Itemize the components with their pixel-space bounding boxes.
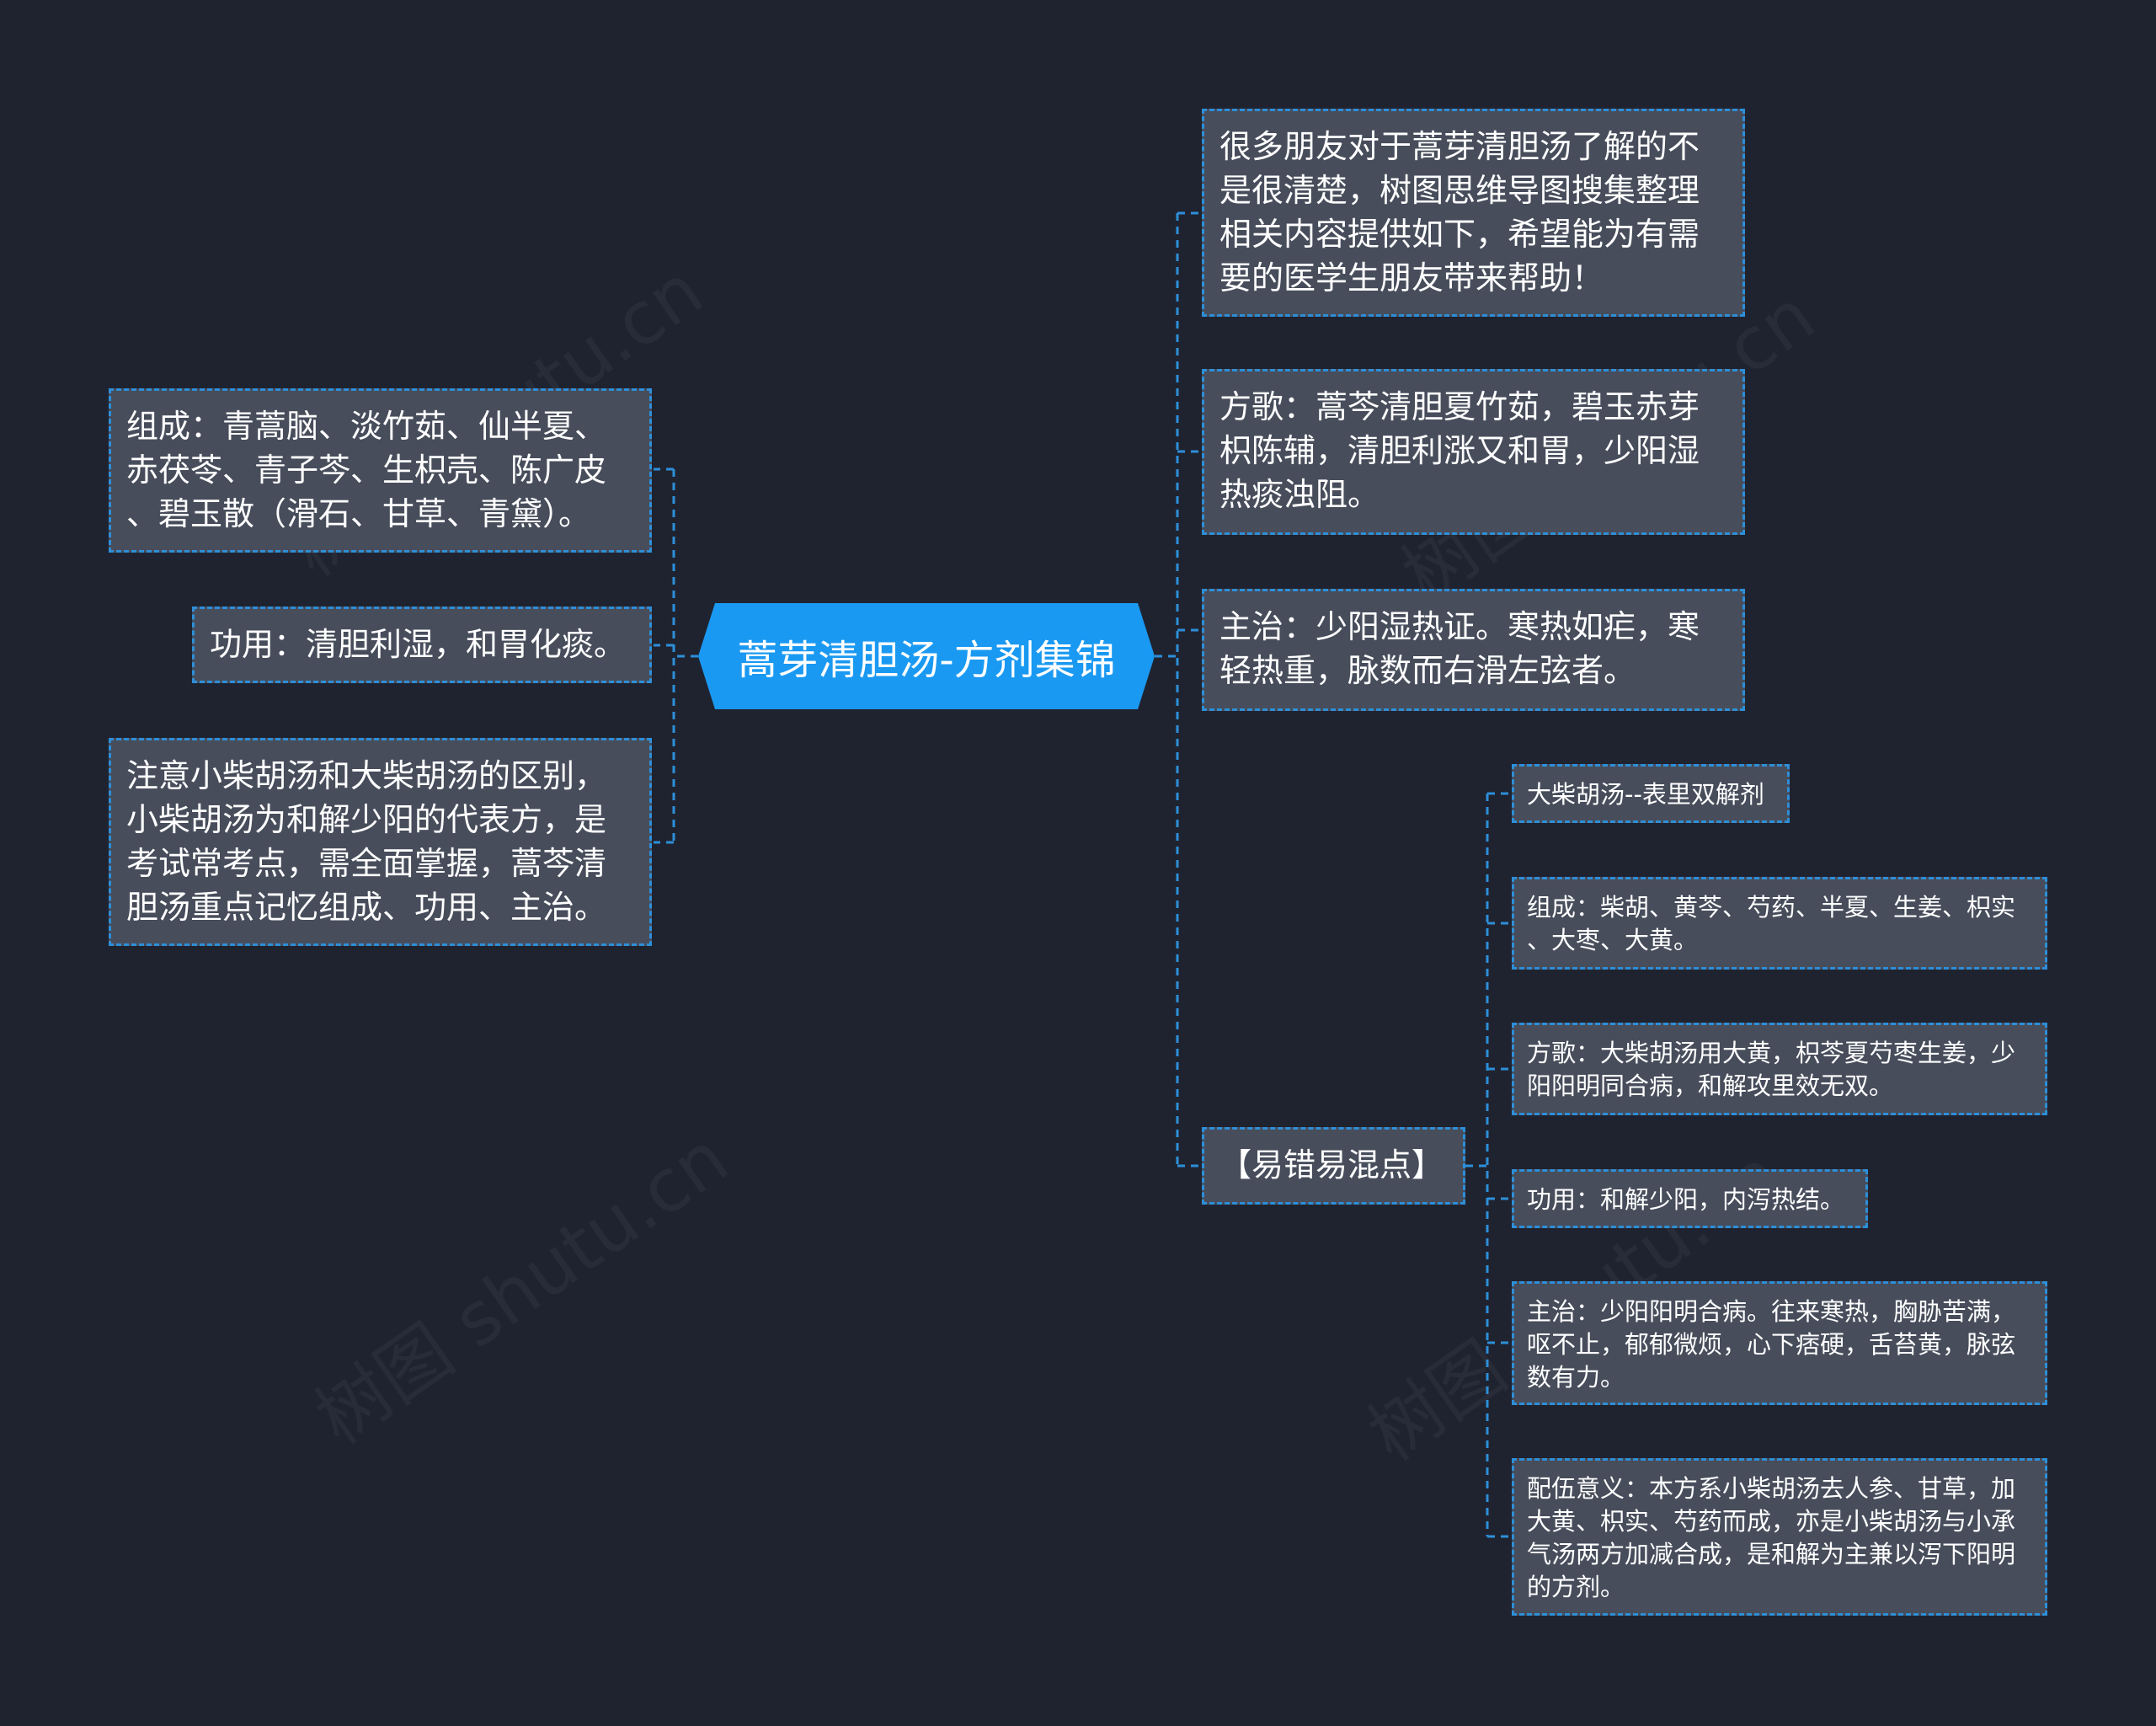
connector-left-trunk (654, 468, 698, 844)
node-dachaihu-function[interactable]: 功用：和解少阳，内泻热结。 (1512, 1169, 1868, 1228)
connector-right-trunk (1155, 211, 1202, 1168)
connector-confusion-branch (1465, 792, 1512, 1538)
node-dachaihu-meaning[interactable]: 配伍意义：本方系小柴胡汤去人参、甘草，加 大黄、枳实、芍药而成，亦是小柴胡汤与小… (1512, 1458, 2047, 1616)
node-intro[interactable]: 很多朋友对于蒿芽清胆汤了解的不 是很清楚，树图思维导图搜集整理 相关内容提供如下… (1202, 109, 1745, 317)
node-confusion[interactable]: 【易错易混点】 (1202, 1127, 1465, 1205)
node-indication[interactable]: 主治：少阳湿热证。寒热如疟，寒 轻热重，脉数而右滑左弦者。 (1202, 589, 1745, 711)
node-dachaihu-song[interactable]: 方歌：大柴胡汤用大黄，枳芩夏芍枣生姜，少 阳阳明同合病，和解攻里效无双。 (1512, 1023, 2047, 1115)
root-title: 蒿芽清胆汤-方剂集锦 (737, 637, 1116, 684)
node-song[interactable]: 方歌：蒿芩清胆夏竹茹，碧玉赤芽 枳陈辅，清胆利涨又和胃，少阳湿 热痰浊阻。 (1202, 369, 1745, 535)
node-composition[interactable]: 组成：青蒿脑、淡竹茹、仙半夏、 赤茯苓、青子芩、生枳壳、陈广皮 、碧玉散（滑石、… (109, 388, 652, 553)
node-note[interactable]: 注意小柴胡汤和大柴胡汤的区别， 小柴胡汤为和解少阳的代表方，是 考试常考点，需全… (109, 738, 652, 946)
node-dachaihu-title[interactable]: 大柴胡汤--表里双解剂 (1512, 764, 1790, 823)
node-dachaihu-composition[interactable]: 组成：柴胡、黄芩、芍药、半夏、生姜、枳实 、大枣、大黄。 (1512, 877, 2047, 970)
node-dachaihu-indication[interactable]: 主治：少阳阳明合病。往来寒热，胸胁苦满， 呕不止，郁郁微烦，心下痞硬，舌苔黄，脉… (1512, 1281, 2047, 1405)
root-node[interactable]: 蒿芽清胆汤-方剂集锦 (698, 603, 1155, 709)
node-function[interactable]: 功用：清胆利湿，和胃化痰。 (192, 607, 652, 683)
